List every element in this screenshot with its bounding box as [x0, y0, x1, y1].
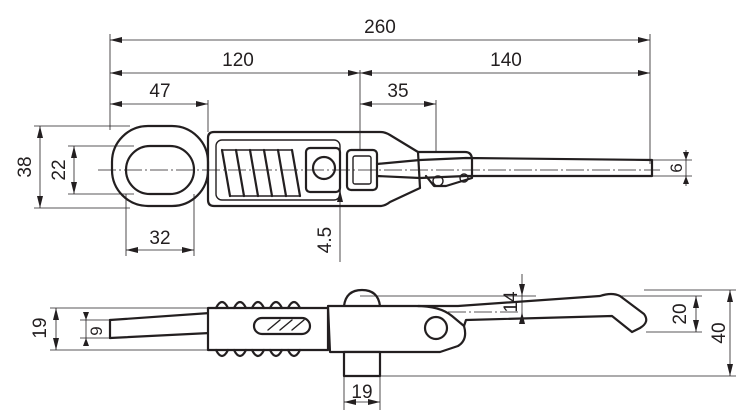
dim-hook-thickness-side: 9	[87, 326, 106, 335]
side-view	[108, 288, 648, 378]
side-view-dimensions: 19 9 14 20 40 19	[30, 274, 736, 410]
dim-hook-thickness-top: 6	[667, 163, 686, 172]
top-view-dimensions: 260 120 140 47 35 38 22	[15, 17, 692, 262]
dim-total-height: 40	[709, 322, 730, 343]
lever-end	[416, 150, 474, 188]
side-slot	[252, 316, 312, 336]
side-spring-bumps	[214, 300, 302, 358]
dim-tip-height: 20	[670, 303, 691, 324]
dim-ring-width: 32	[149, 228, 170, 249]
rivet-circle	[311, 155, 337, 181]
side-post	[342, 350, 382, 378]
roller-block	[345, 148, 379, 192]
side-lever-arm	[416, 292, 648, 334]
dim-ring-span: 47	[149, 81, 170, 102]
side-roller	[342, 288, 382, 308]
dim-pivot-to-end: 140	[490, 50, 522, 71]
side-hook-rod	[108, 311, 212, 340]
housing-body	[206, 130, 422, 208]
dim-lever-rise: 14	[501, 291, 522, 313]
dim-overall-length: 260	[364, 17, 396, 38]
dim-roller-offset: 35	[387, 81, 408, 102]
dim-side-height: 19	[30, 317, 51, 338]
eye-ring-slot	[124, 144, 196, 196]
side-pivot-circle	[423, 315, 449, 341]
dim-ring-height: 38	[15, 156, 36, 177]
dim-handle-to-pivot: 120	[222, 50, 254, 71]
top-view	[98, 124, 660, 208]
side-body	[206, 306, 330, 352]
dim-body-offset: 4.5	[315, 227, 336, 253]
dim-post-width: 19	[351, 382, 372, 403]
side-lever-housing	[326, 304, 467, 354]
spring	[220, 146, 342, 198]
dim-ring-slot-height: 22	[49, 159, 70, 180]
